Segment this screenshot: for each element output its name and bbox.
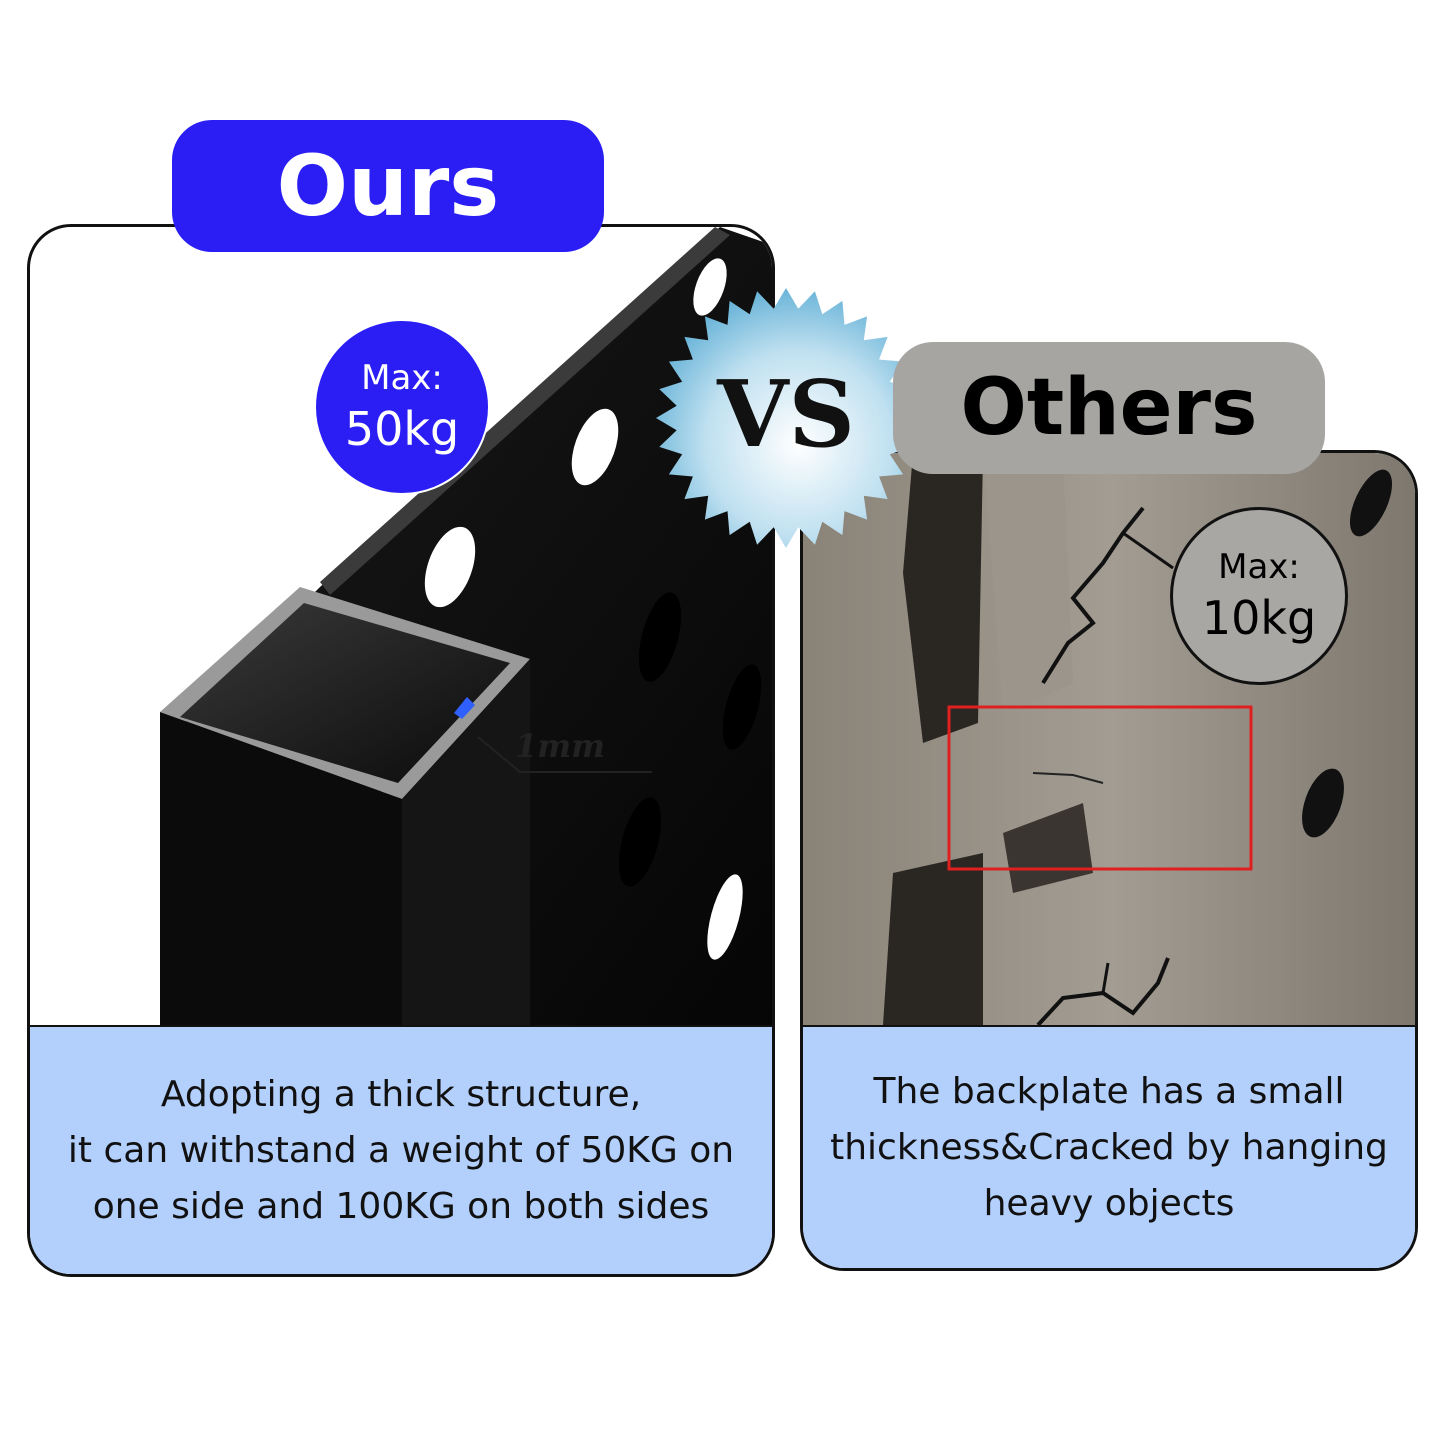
cracked-backplate-image <box>803 453 1415 1025</box>
steel-tube-image <box>160 227 772 1027</box>
ours-max-value: 50kg <box>344 402 460 456</box>
others-caption-line-1: The backplate has a small <box>873 1070 1345 1112</box>
vs-label: VS <box>716 360 855 468</box>
others-caption: The backplate has a small thickness&Crac… <box>803 1025 1415 1268</box>
ours-caption-line-1: Adopting a thick structure, <box>160 1073 642 1115</box>
others-caption-line-2: thickness&Cracked by hanging <box>830 1126 1388 1168</box>
ours-caption: Adopting a thick structure, it can withs… <box>30 1025 772 1274</box>
ours-caption-line-2: it can withstand a weight of 50KG on <box>67 1129 735 1171</box>
others-card: The backplate has a small thickness&Crac… <box>800 450 1418 1271</box>
ours-caption-line-3: one side and 100KG on both sides <box>92 1185 710 1227</box>
vs-burst-shape <box>656 288 916 548</box>
others-max-value: 10kg <box>1201 591 1317 645</box>
ours-label: Ours <box>172 120 604 252</box>
others-caption-line-3: heavy objects <box>983 1182 1235 1224</box>
ours-max-badge: Max: 50kg <box>314 319 490 495</box>
others-max-label: Max: <box>1218 547 1300 587</box>
others-label: Others <box>893 342 1325 474</box>
thickness-label: 1mm <box>515 727 605 765</box>
vs-badge: VS <box>656 288 916 548</box>
others-max-badge: Max: 10kg <box>1170 507 1348 685</box>
ours-max-label: Max: <box>361 358 443 398</box>
